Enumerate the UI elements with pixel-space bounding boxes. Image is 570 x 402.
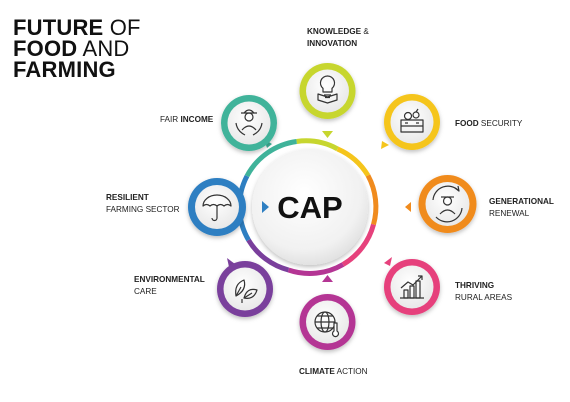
label-climate: CLIMATE ACTION [299, 367, 368, 376]
lightbulb-book-icon [317, 75, 338, 104]
label-knowledge: KNOWLEDGE & INNOVATION [307, 27, 369, 48]
label-resilient: RESILIENT FARMING SECTOR [106, 193, 180, 214]
center-label: CAP [277, 190, 342, 225]
node-environmental [217, 258, 273, 317]
label-generational: GENERATIONAL RENEWAL [489, 197, 554, 218]
farmer-hands-icon [235, 109, 263, 136]
leaves-icon [235, 279, 258, 303]
growth-chart-icon [400, 275, 424, 299]
label-thriving: THRIVING RURAL AREAS [455, 281, 513, 302]
ring-segment-knowledge [296, 138, 339, 152]
ring-segment-food [336, 146, 371, 177]
globe-thermometer-icon [314, 311, 340, 338]
label-fair: FAIR INCOME [160, 115, 214, 124]
node-food [381, 94, 440, 150]
node-generational [405, 175, 477, 233]
ring-segment-generational [365, 174, 379, 226]
center-disc [252, 149, 368, 265]
ring-segment-environmental [246, 238, 290, 273]
farmer-cycle-icon [432, 185, 463, 223]
umbrella-icon [202, 194, 232, 222]
node-resilient [188, 178, 269, 236]
node-climate [299, 275, 356, 350]
ring-segment-fair [244, 139, 297, 178]
ring-segment-thriving [341, 223, 376, 267]
node-fair [221, 95, 277, 151]
label-food: FOOD SECURITY [455, 119, 523, 128]
node-knowledge [299, 63, 356, 138]
vegetable-crate-icon [400, 108, 424, 133]
node-thriving [384, 257, 440, 315]
label-environmental: ENVIRONMENTAL CARE [134, 275, 205, 296]
ring-segment-climate [287, 262, 345, 276]
page-title: FUTURE OF FOOD AND FARMING [13, 15, 141, 82]
